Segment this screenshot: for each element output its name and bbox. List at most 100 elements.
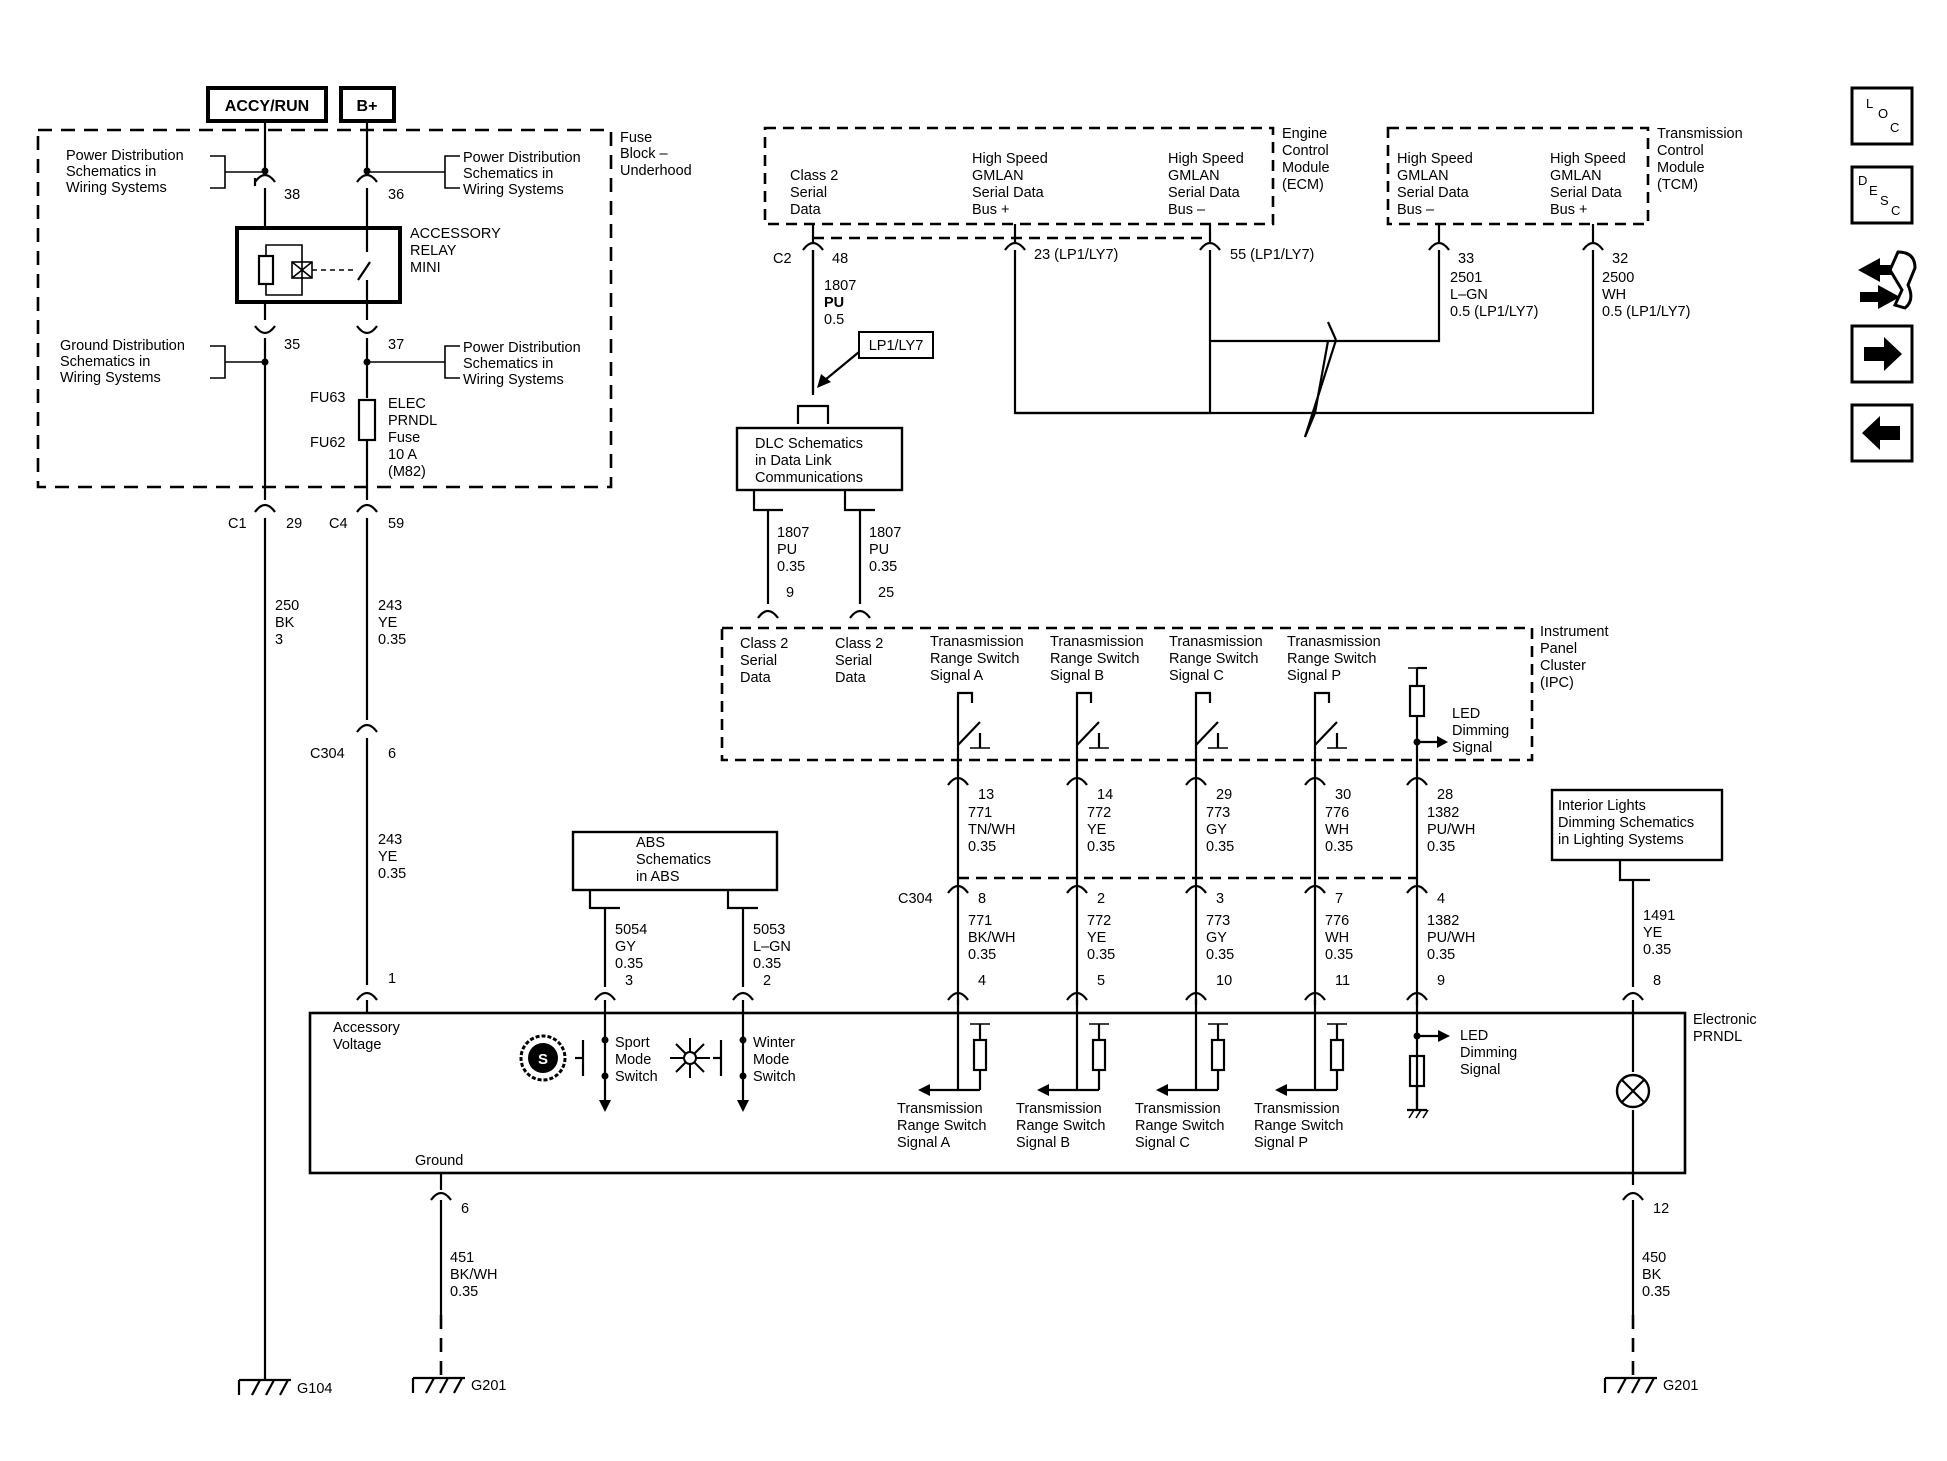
pin-10: 10	[1216, 973, 1232, 989]
signal-wires	[956, 770, 1419, 1005]
ecm-pin-48: 48	[832, 251, 848, 267]
pin-36: 36	[388, 187, 404, 203]
fuse-block-outline	[36, 128, 613, 489]
pin-1: 1	[388, 971, 396, 987]
svg-text:E: E	[1869, 183, 1878, 198]
ground-label: Ground	[415, 1153, 463, 1169]
pin-9-prndl: 9	[1437, 973, 1445, 989]
ecm-class2: Class 2 Serial Data	[790, 168, 842, 218]
pin-4-c304: 4	[1437, 891, 1445, 907]
fu63-label: FU63	[310, 390, 345, 406]
interior-lights-box[interactable]	[1550, 788, 1724, 862]
ipc-outline	[720, 626, 1534, 762]
acc-voltage-label: Accessory Voltage	[333, 1020, 404, 1053]
pin-37: 37	[388, 337, 404, 353]
signal-connectors	[947, 776, 1428, 1001]
ground-g104-icon	[237, 1378, 291, 1396]
c1-label: C1	[228, 516, 247, 532]
c304-left-label: C304	[310, 746, 345, 762]
g201a-label: G201	[471, 1378, 506, 1394]
pin-29: 29	[1216, 787, 1232, 803]
svg-text:L: L	[1866, 96, 1873, 111]
tcm-pin-32: 32	[1612, 251, 1628, 267]
connector-view-icon[interactable]	[1858, 250, 1917, 310]
sport-mode-switch: S	[519, 1034, 611, 1112]
pin-30: 30	[1335, 787, 1351, 803]
dlc-label: DLC Schematics in Data Link Communicatio…	[755, 436, 867, 486]
svg-text:C: C	[1890, 120, 1899, 135]
prndl-title: Electronic PRNDL	[1693, 1012, 1761, 1045]
pin-3: 3	[1216, 891, 1224, 907]
svg-text:S: S	[1880, 193, 1889, 208]
prndl-led-dimming	[1407, 1030, 1450, 1119]
ecm-hs-plus: High Speed GMLAN Serial Data Bus +	[972, 151, 1052, 218]
ipc-class2a: Class 2 Serial Data	[740, 636, 792, 686]
ipc-trc: Tranasmission Range Switch Signal C	[1169, 634, 1267, 684]
ipc-tra: Tranasmission Range Switch Signal A	[930, 634, 1028, 684]
svg-text:S: S	[538, 1051, 548, 1068]
pin-14: 14	[1097, 787, 1113, 803]
lp1-ly7-tag	[858, 331, 934, 359]
wire-243b: 243 YE 0.35	[378, 832, 406, 882]
tcm-hs-plus: High Speed GMLAN Serial Data Bus +	[1550, 151, 1630, 218]
ecm-pin-23: 23 (LP1/LY7)	[1034, 247, 1118, 263]
svg-text:D: D	[1858, 173, 1867, 188]
winter-mode-label: Winter Mode Switch	[753, 1035, 799, 1085]
pdist-label-b: Power Distribution Schematics in Wiring …	[463, 150, 585, 198]
pin-8: 8	[978, 891, 986, 907]
ipc-title: Instrument Panel Cluster (IPC)	[1540, 624, 1613, 691]
c304-left-pin: 6	[388, 746, 396, 762]
g104-label: G104	[297, 1381, 332, 1397]
svg-text:O: O	[1878, 106, 1888, 121]
lp1-ly7-label: LP1/LY7	[869, 338, 924, 354]
gdist-label: Ground Distribution Schematics in Wiring…	[60, 338, 189, 386]
sport-mode-label: Sport Mode Switch	[615, 1035, 658, 1085]
previous-arrow-button[interactable]	[1850, 403, 1914, 463]
next-arrow-button[interactable]	[1850, 324, 1914, 384]
abs-pin-3: 3	[625, 973, 633, 989]
wire-1807-dlc-b: 1807 PU 0.35	[869, 525, 905, 575]
prndl-lamp-icon	[1615, 1073, 1651, 1109]
pin-13: 13	[978, 787, 994, 803]
ipc-trb: Tranasmission Range Switch Signal B	[1050, 634, 1148, 684]
fuse-block-title: Fuse Block – Underhood	[620, 130, 692, 179]
dlc-pin-25: 25	[878, 585, 894, 601]
pin-7: 7	[1335, 891, 1343, 907]
loc-button[interactable]: L O C	[1850, 86, 1914, 146]
tcm-hs-minus: High Speed GMLAN Serial Data Bus –	[1397, 151, 1477, 218]
ipc-class2b: Class 2 Serial Data	[835, 636, 887, 686]
interior-pin-8: 8	[1653, 973, 1661, 989]
wire-2500: 2500 WH 0.5 (LP1/LY7)	[1602, 270, 1690, 320]
c4-pin: 59	[388, 516, 404, 532]
interior-pin-12: 12	[1653, 1201, 1669, 1217]
dlc-pin-9: 9	[786, 585, 794, 601]
c304-mid-label: C304	[898, 891, 933, 907]
dlc-schematics-box[interactable]	[735, 426, 904, 492]
fu62-label: FU62	[310, 435, 345, 451]
relay-label: ACCESSORY RELAY MINI	[410, 226, 505, 276]
winter-mode-switch	[670, 1036, 749, 1112]
desc-button[interactable]: D E S C	[1850, 165, 1914, 225]
svg-text:C: C	[1891, 203, 1900, 218]
abs-pin-2: 2	[763, 973, 771, 989]
pin-35: 35	[284, 337, 300, 353]
c4-label: C4	[329, 516, 348, 532]
accessory-relay	[235, 226, 402, 304]
wire-1807-dlc-a: 1807 PU 0.35	[777, 525, 813, 575]
prndl-led-label: LED Dimming Signal	[1460, 1028, 1521, 1078]
range-switch-inputs	[918, 1023, 1347, 1096]
ipc-switch-symbols	[956, 666, 1448, 770]
fuse-label: ELEC PRNDL Fuse 10 A (M82)	[388, 396, 441, 480]
bplus-label: B+	[357, 98, 378, 115]
abs-schematics-box[interactable]	[571, 830, 779, 892]
pdist-label-c: Power Distribution Schematics in Wiring …	[463, 340, 585, 388]
ecm-pin-55: 55 (LP1/LY7)	[1230, 247, 1314, 263]
